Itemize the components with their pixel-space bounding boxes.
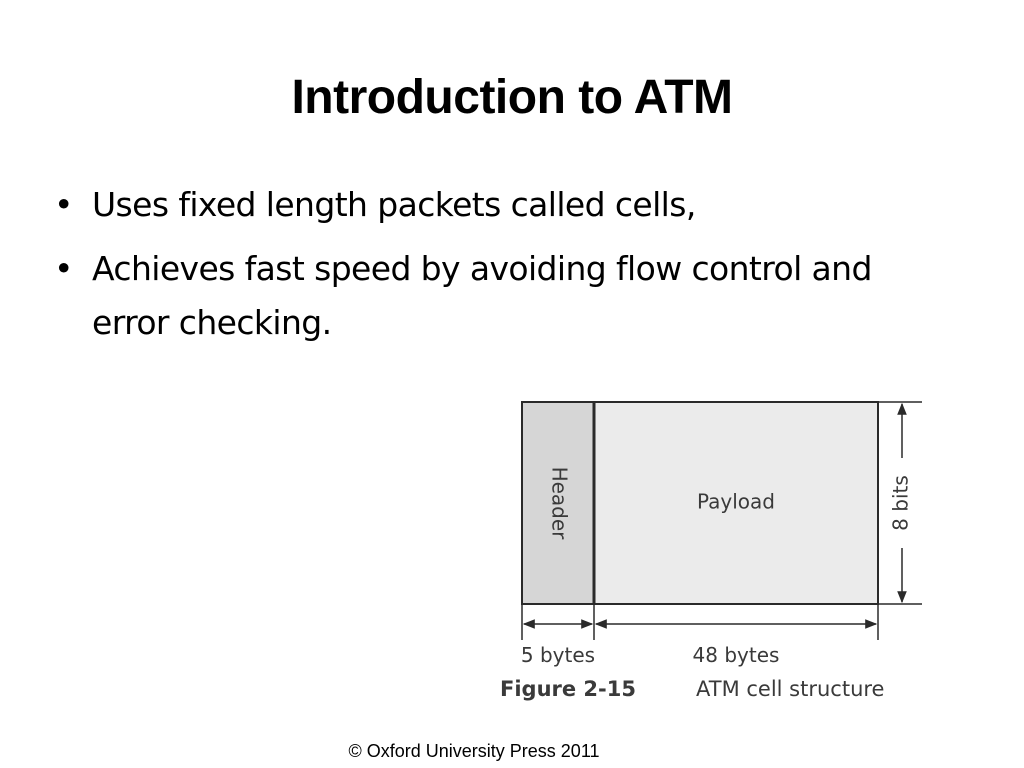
payload-size-label: 48 bytes (693, 643, 780, 667)
payload-label: Payload (697, 490, 775, 514)
bullet-item: • Uses fixed length packets called cells… (52, 178, 932, 232)
figure-caption: ATM cell structure (696, 677, 884, 701)
height-label: 8 bits (889, 475, 913, 531)
figure-number: Figure 2-15 (500, 677, 636, 701)
bullet-dot-icon: • (54, 249, 73, 288)
copyright-footer: © Oxford University Press 2011 (348, 741, 600, 761)
slide-title: Introduction to ATM (291, 71, 733, 124)
header-label: Header (548, 467, 572, 541)
bullet-item: • Achieves fast speed by avoiding flow c… (52, 242, 932, 350)
atm-cell-figure: Header Payload 8 bits 5 bytes 48 bytes F… (490, 390, 950, 710)
bullet-list: • Uses fixed length packets called cells… (52, 178, 932, 360)
header-box (521, 401, 595, 605)
bullet-text: Achieves fast speed by avoiding flow con… (92, 249, 872, 342)
bullet-dot-icon: • (54, 185, 73, 224)
header-size-label: 5 bytes (521, 643, 595, 667)
payload-box (593, 401, 879, 605)
bullet-text: Uses fixed length packets called cells, (92, 185, 696, 224)
atm-cell-diagram: Header Payload 8 bits 5 bytes 48 bytes F… (500, 401, 922, 701)
